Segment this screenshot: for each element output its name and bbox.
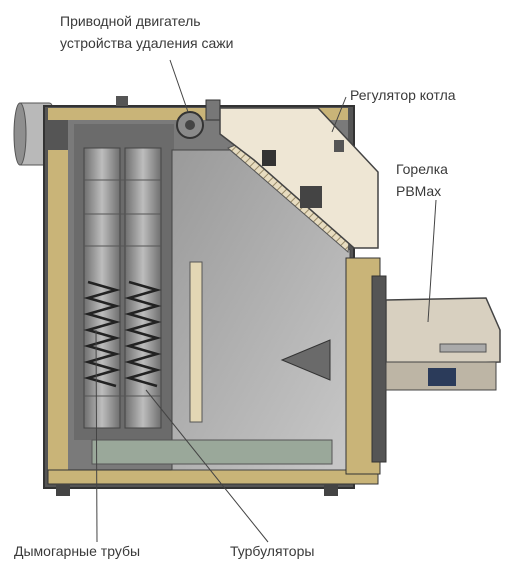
- label-soot-motor: Приводной двигатель устройства удаления …: [60, 10, 233, 54]
- pbmax-burner: [385, 297, 501, 391]
- burner-flange: [345, 257, 387, 475]
- turbulator-spring: [83, 280, 121, 388]
- boiler-foot: [56, 484, 70, 496]
- relay-block: [300, 186, 322, 208]
- relay-block: [262, 150, 276, 166]
- regulator-connector: [334, 140, 344, 152]
- burner-display: [428, 368, 456, 386]
- turbulator-spring: [124, 280, 162, 388]
- label-fire-tubes: Дымогарные трубы: [14, 543, 141, 559]
- label-turbulators: Турбуляторы: [230, 543, 315, 559]
- soot-removal-motor: [116, 96, 221, 139]
- label-soot-motor-line1: Приводной двигатель: [60, 13, 201, 29]
- label-burner: Горелка PBMax: [396, 158, 448, 202]
- label-burner-line2: PBMax: [396, 183, 442, 199]
- label-soot-motor-line2: устройства удаления сажи: [60, 35, 234, 51]
- combustion-chamber: [91, 149, 351, 471]
- label-boiler-regulator: Регулятор котла: [350, 87, 456, 103]
- boiler-regulator-housing: [219, 107, 379, 249]
- fire-tube-bank: [74, 124, 174, 440]
- boiler-foot: [324, 484, 338, 496]
- leader-lines: [95, 59, 437, 543]
- label-burner-line1: Горелка: [396, 161, 448, 177]
